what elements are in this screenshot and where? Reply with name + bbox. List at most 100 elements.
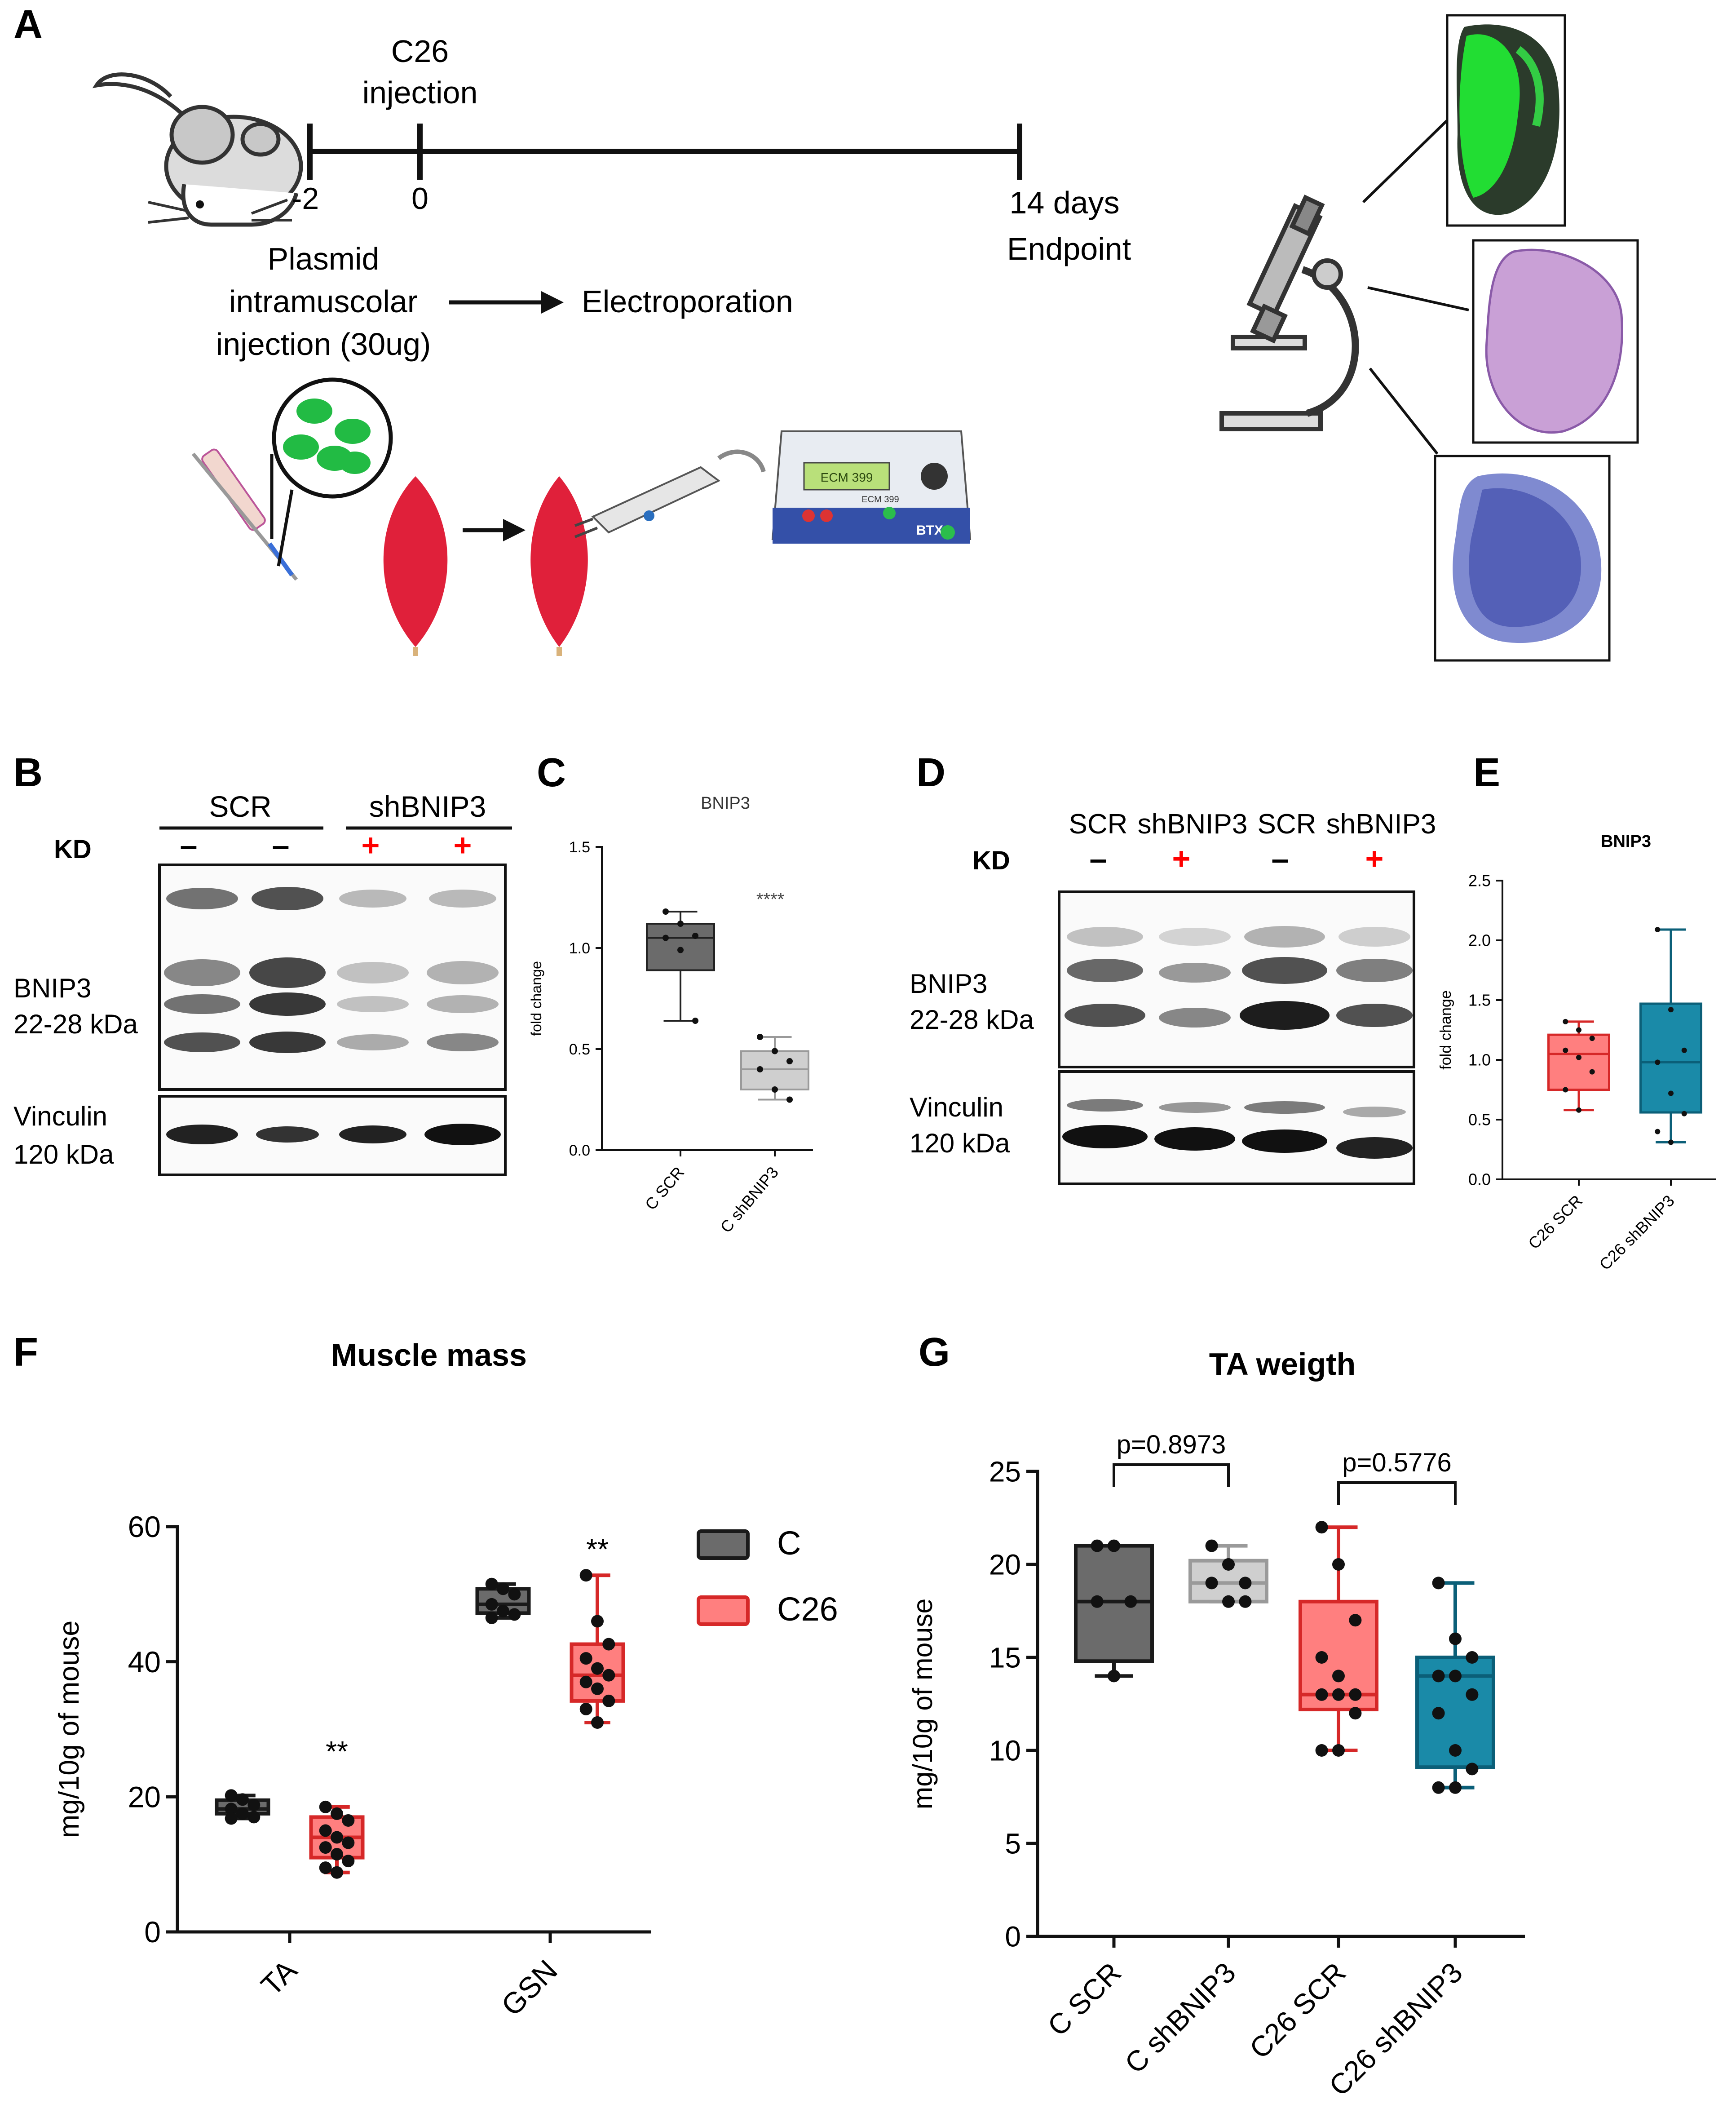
data-point <box>772 1086 778 1093</box>
data-point <box>1349 1707 1362 1720</box>
data-point <box>1449 1781 1462 1794</box>
data-point <box>247 1811 261 1824</box>
kd-sign: – <box>1272 841 1289 876</box>
significance-annotation: ** <box>326 1735 348 1767</box>
data-point <box>1466 1651 1479 1664</box>
data-point <box>1432 1707 1445 1720</box>
muscle-icon <box>530 476 588 656</box>
timeline <box>307 124 1022 180</box>
data-point <box>342 1855 355 1868</box>
band-label: 120 kDa <box>13 1139 114 1169</box>
y-tick-label: 10 <box>989 1734 1021 1767</box>
data-point <box>1668 1139 1674 1145</box>
panel-label-a: A <box>13 2 43 47</box>
data-point <box>225 1789 238 1802</box>
comparison-p-value: p=0.8973 <box>1117 1430 1226 1459</box>
x-tick-label: GSN <box>495 1953 563 2022</box>
box-body <box>1547 1033 1610 1091</box>
western-lane-label: shBNIP3 <box>1326 809 1436 840</box>
data-point <box>772 1048 778 1054</box>
y-tick-label: 20 <box>989 1548 1021 1581</box>
data-point <box>602 1638 615 1651</box>
data-point <box>591 1682 604 1695</box>
data-point <box>508 1608 521 1621</box>
data-point <box>1449 1670 1462 1683</box>
kd-sign: + <box>454 828 472 863</box>
data-point <box>1655 1129 1661 1134</box>
box-body <box>740 1050 809 1090</box>
data-point <box>1124 1595 1137 1608</box>
western-blot-vinculin <box>1058 1070 1415 1185</box>
panel-label-f: F <box>13 1330 38 1375</box>
chart-title: Muscle mass <box>331 1338 527 1373</box>
data-point <box>1655 1059 1661 1065</box>
data-point <box>1668 1090 1674 1096</box>
comparison-bracket <box>1113 1463 1230 1487</box>
band-label: 22-28 kDa <box>910 1005 1034 1035</box>
data-point <box>1205 1577 1218 1590</box>
device-display: ECM 399 <box>821 470 873 484</box>
y-tick-label: 1.5 <box>1468 991 1491 1010</box>
y-tick-label: 60 <box>128 1510 161 1543</box>
western-group-label: SCR <box>209 790 271 823</box>
data-point <box>236 1807 249 1820</box>
data-point <box>663 908 669 915</box>
data-point <box>331 1807 343 1820</box>
endpoint-label: 14 days <box>1009 185 1119 220</box>
data-point <box>331 1848 343 1861</box>
electroporator-icon: ECM 399 ECM 399 BTX <box>771 430 972 544</box>
significance-annotation: ** <box>586 1533 609 1565</box>
data-point <box>1091 1539 1104 1552</box>
data-point <box>1432 1577 1445 1590</box>
arrow-head <box>503 519 526 541</box>
kd-sign: – <box>272 828 290 863</box>
data-point <box>485 1577 498 1590</box>
data-point <box>757 1034 763 1040</box>
data-point <box>1205 1539 1218 1552</box>
data-point <box>1563 1087 1568 1093</box>
data-point <box>1563 1019 1568 1024</box>
box-body <box>1639 1002 1702 1114</box>
data-point <box>1315 1688 1328 1701</box>
data-point <box>1332 1670 1345 1683</box>
data-point <box>677 921 684 927</box>
data-point <box>1655 927 1661 933</box>
data-point <box>1589 1069 1595 1075</box>
y-tick-label: 0.0 <box>1468 1170 1491 1189</box>
data-point <box>342 1836 355 1849</box>
kd-sign: + <box>1365 841 1384 876</box>
chart-title: TA weigth <box>1209 1346 1356 1382</box>
data-point <box>1239 1595 1252 1608</box>
c26-injection-label: C26 <box>391 34 449 69</box>
data-point <box>579 1652 592 1665</box>
x-tick-label: C shBNIP3 <box>1118 1956 1242 2080</box>
chart-title: BNIP3 <box>1601 832 1651 851</box>
data-point <box>692 1018 698 1024</box>
muscle-icon <box>383 476 448 656</box>
kd-sign: – <box>1090 841 1107 876</box>
plasmid-label: intramuscolar <box>229 284 418 319</box>
data-point <box>319 1800 332 1813</box>
western-group-label: shBNIP3 <box>369 790 486 823</box>
panel-label-g: G <box>919 1330 950 1375</box>
data-point <box>1108 1539 1120 1552</box>
y-tick-label: 2.0 <box>1468 931 1491 950</box>
data-point <box>1466 1763 1479 1776</box>
y-tick-label: 20 <box>128 1780 161 1813</box>
data-point <box>225 1812 238 1825</box>
device-brand: BTX <box>916 523 943 538</box>
y-tick-label: 1.5 <box>569 839 590 856</box>
y-tick-label: 40 <box>128 1645 161 1679</box>
data-point <box>579 1675 592 1688</box>
y-tick-label: 5 <box>1005 1827 1021 1860</box>
band-label: BNIP3 <box>910 969 987 999</box>
y-axis-label: mg/10g of mouse <box>907 1599 938 1810</box>
data-point <box>1668 1007 1674 1013</box>
x-tick-label: C SCR <box>641 1163 688 1214</box>
y-tick-label: 1.0 <box>1468 1051 1491 1069</box>
data-point <box>485 1598 498 1611</box>
timeline-tick-label: -2 <box>292 182 319 216</box>
